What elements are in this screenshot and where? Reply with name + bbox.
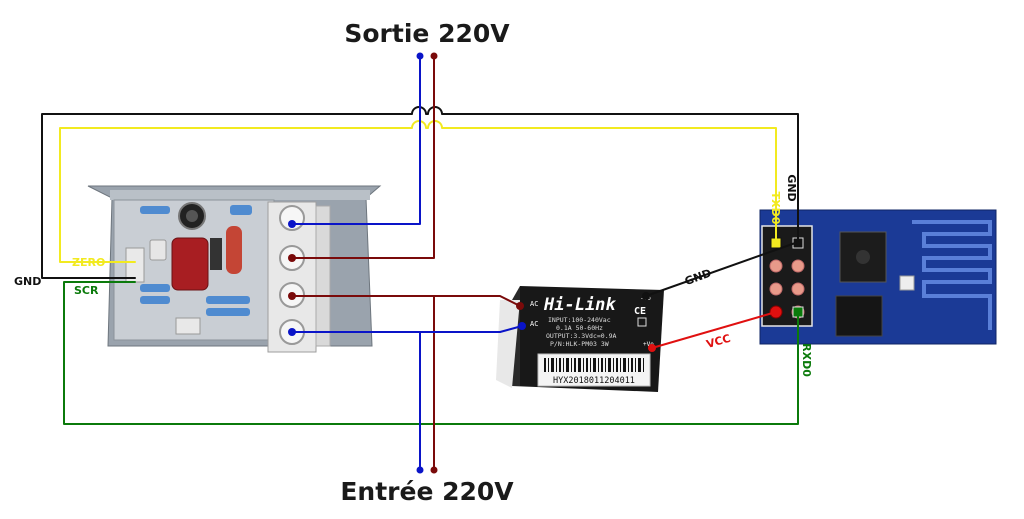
svg-text:INPUT:100-240Vac: INPUT:100-240Vac <box>548 316 611 324</box>
input-title: Entrée 220V <box>340 477 514 506</box>
wire-output-red <box>291 55 435 259</box>
label-scr: SCR <box>74 284 99 297</box>
antenna-trace <box>912 220 992 330</box>
svg-text:AC: AC <box>530 320 538 328</box>
flash-chip <box>835 295 883 337</box>
label-gnd-esp: GND <box>785 174 798 201</box>
esp01-board <box>759 209 997 345</box>
serial-number: HYX2018011204011 <box>553 376 635 386</box>
dimmer-module <box>87 185 382 353</box>
wire-hilink-gnd <box>645 241 799 297</box>
wire-input-blue <box>291 325 523 471</box>
signal-connector <box>125 247 145 283</box>
svg-text:AC: AC <box>530 300 538 308</box>
inductor <box>226 226 242 274</box>
wire-zero-txd0 <box>59 120 777 263</box>
pin-header <box>761 225 813 327</box>
label-rxd0: RXD0 <box>800 343 813 377</box>
svg-text:0.1A 50-60Hz: 0.1A 50-60Hz <box>556 324 603 332</box>
wires <box>41 55 799 471</box>
wire-output-blue <box>291 55 421 225</box>
label-gnd-mid: GND <box>683 266 713 288</box>
wire-gnd-loop <box>41 106 799 279</box>
label-gnd-left: GND <box>14 275 41 288</box>
label-txd0: TXD0 <box>769 192 782 225</box>
svg-text:CE: CE <box>634 306 646 317</box>
film-capacitor <box>171 237 209 291</box>
wire-hilink-vcc <box>651 311 777 349</box>
svg-text:OUTPUT:3.3Vdc=0.9A: OUTPUT:3.3Vdc=0.9A <box>546 332 617 340</box>
barcode <box>544 358 644 372</box>
wire-input-red <box>291 295 521 471</box>
svg-text:+Vo: +Vo <box>643 341 654 348</box>
label-zero: ZERO <box>72 256 105 269</box>
wire-scr-rxd0 <box>63 281 799 425</box>
svg-text:P/N:HLK-PM03 3W: P/N:HLK-PM03 3W <box>550 340 609 348</box>
hilink-module: Hi-Link INPUT:100-240Vac 0.1A 50-60Hz OU… <box>496 286 664 392</box>
hilink-logo: Hi-Link <box>543 295 616 315</box>
wire-nodes <box>288 52 656 474</box>
resistor <box>140 206 170 214</box>
output-title: Sortie 220V <box>344 19 510 48</box>
label-vcc: VCC <box>705 332 732 351</box>
